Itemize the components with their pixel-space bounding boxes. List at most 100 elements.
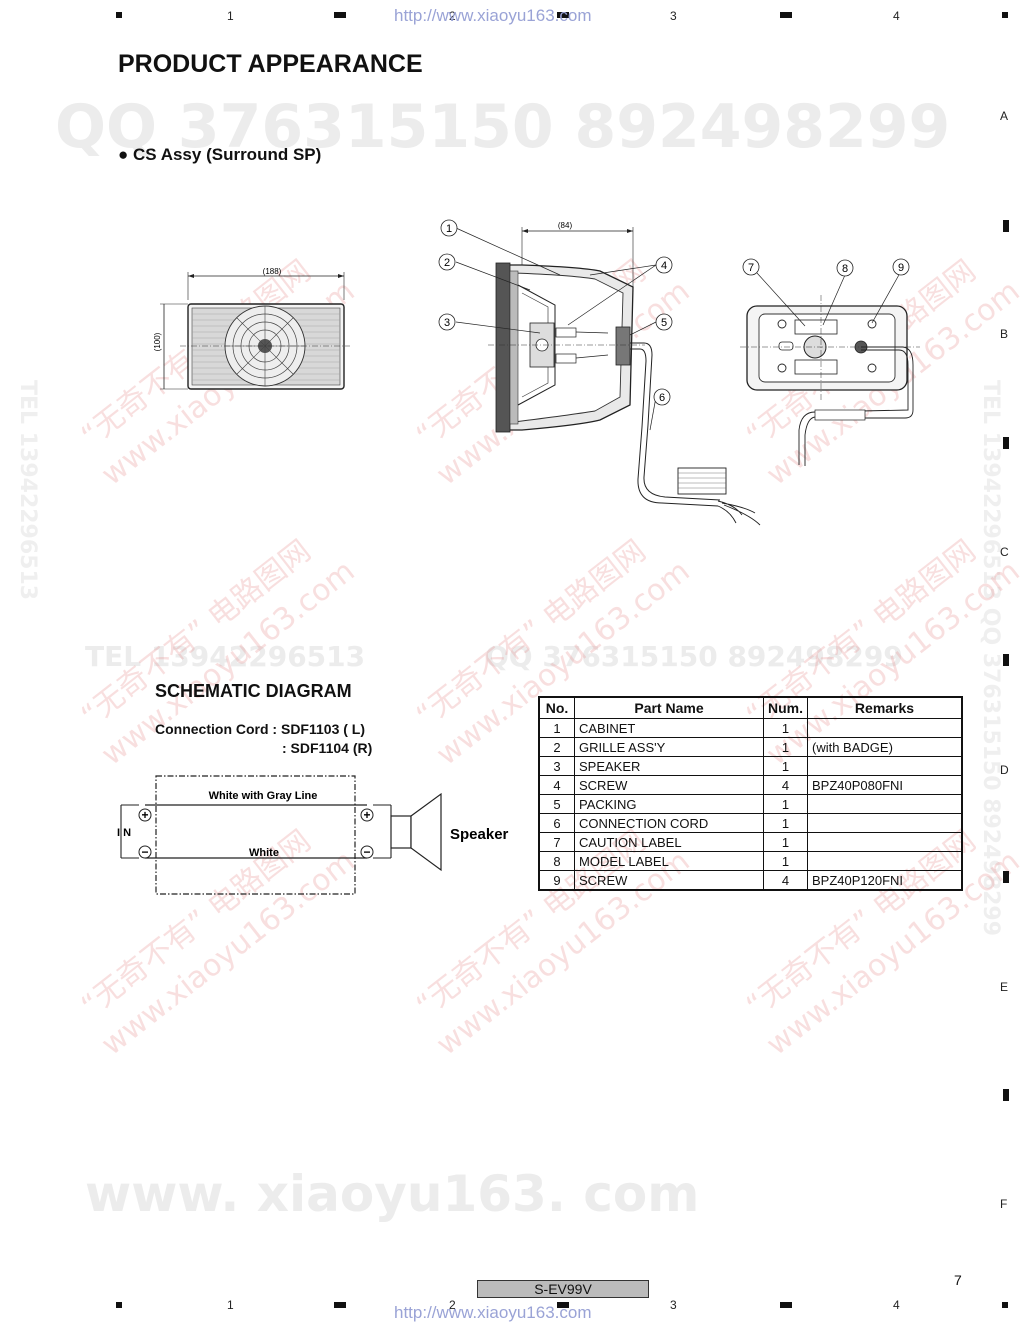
header-no: No. <box>538 696 575 719</box>
ruler-row-b: B <box>1000 327 1009 341</box>
minus-in: − <box>141 845 148 859</box>
cell-name: CAUTION LABEL <box>574 832 764 852</box>
schematic-title: SCHEMATIC DIAGRAM <box>155 681 352 701</box>
cell-remarks <box>807 756 963 776</box>
ruler-col-1: 1 <box>227 9 234 23</box>
callout-2: 2 <box>444 257 450 269</box>
minus-out: − <box>363 845 370 859</box>
cell-no: 8 <box>538 851 575 871</box>
cell-num: 1 <box>763 813 808 833</box>
watermark-tel-mid: TEL 13942296513 <box>85 640 366 673</box>
ruler-mark <box>1003 654 1009 666</box>
ruler-col-2-bottom: 2 <box>449 1298 456 1312</box>
ruler-mark <box>334 1302 346 1308</box>
cell-no: 2 <box>538 737 575 757</box>
watermark-vertical-left: TEL 13942296513 <box>15 380 40 601</box>
cell-num: 1 <box>763 737 808 757</box>
cell-name: SPEAKER <box>574 756 764 776</box>
page-title: PRODUCT APPEARANCE <box>118 50 423 78</box>
ruler-row-d: D <box>1000 763 1009 777</box>
cell-num: 4 <box>763 870 808 891</box>
plus-out: + <box>363 808 370 822</box>
cell-no: 3 <box>538 756 575 776</box>
cell-name: PACKING <box>574 794 764 814</box>
ruler-row-e: E <box>1000 980 1009 994</box>
cell-no: 1 <box>538 718 575 738</box>
ruler-col-4-bottom: 4 <box>893 1298 900 1312</box>
cell-num: 1 <box>763 851 808 871</box>
ruler-mark <box>334 12 346 18</box>
ruler-row-a: A <box>1000 109 1009 123</box>
cell-no: 7 <box>538 832 575 852</box>
plus-in: + <box>141 808 148 822</box>
cell-num: 1 <box>763 718 808 738</box>
section-subtitle: ● CS Assy (Surround SP) <box>118 145 322 164</box>
ruler-col-4: 4 <box>893 9 900 23</box>
watermark-url-bottom: www. xiaoyu163. com <box>85 1165 700 1223</box>
cell-remarks <box>807 813 963 833</box>
front-height-dim: (100) <box>153 332 162 351</box>
callout-5: 5 <box>661 317 667 329</box>
cell-name: SCREW <box>574 775 764 795</box>
cell-name: CABINET <box>574 718 764 738</box>
ruler-col-2: 2 <box>449 9 456 23</box>
wire-top-label: White with Gray Line <box>209 790 318 802</box>
callout-9: 9 <box>898 262 904 274</box>
cell-name: GRILLE ASS'Y <box>574 737 764 757</box>
watermark-qq-mid: QQ 376315150 892498299 <box>485 640 903 673</box>
ruler-mark <box>1002 12 1008 18</box>
ruler-mark <box>1003 1089 1009 1101</box>
callout-7: 7 <box>748 262 754 274</box>
ruler-mark <box>1003 871 1009 883</box>
schematic-diagram: + − + − White with Gray Line White I N S… <box>117 775 509 895</box>
model-footer: S-EV99V <box>477 1280 649 1298</box>
watermark-url-top: http://www.xiaoyu163.com <box>394 6 592 25</box>
cell-remarks <box>807 718 963 738</box>
ruler-mark <box>116 12 122 18</box>
cell-num: 4 <box>763 775 808 795</box>
connection-cord-left: Connection Cord : SDF1103 ( L) <box>155 721 366 737</box>
page-number: 7 <box>954 1272 962 1288</box>
cell-no: 4 <box>538 775 575 795</box>
cell-no: 5 <box>538 794 575 814</box>
connection-cord-right: : SDF1104 (R) <box>282 740 373 756</box>
front-view-drawing: (188) (100) <box>153 267 350 390</box>
callout-1: 1 <box>446 223 452 235</box>
header-part-name: Part Name <box>574 696 764 719</box>
speaker-label: Speaker <box>450 826 509 843</box>
callout-8: 8 <box>842 263 848 275</box>
ruler-mark <box>1003 220 1009 232</box>
cell-no: 6 <box>538 813 575 833</box>
cell-num: 1 <box>763 832 808 852</box>
ruler-mark <box>780 12 792 18</box>
cell-remarks: BPZ40P120FNI <box>807 870 963 891</box>
cell-remarks: (with BADGE) <box>807 737 963 757</box>
ruler-mark <box>1003 437 1009 449</box>
input-label: I N <box>117 827 131 839</box>
ruler-row-f: F <box>1000 1197 1008 1211</box>
watermark-url-bottom-small: http://www.xiaoyu163.com <box>394 1303 592 1322</box>
header-remarks: Remarks <box>807 696 963 719</box>
cell-remarks <box>807 794 963 814</box>
cell-num: 1 <box>763 756 808 776</box>
callout-6: 6 <box>659 392 665 404</box>
callout-4: 4 <box>661 260 667 272</box>
cell-name: SCREW <box>574 870 764 891</box>
front-width-dim: (188) <box>263 267 282 276</box>
cell-num: 1 <box>763 794 808 814</box>
ruler-col-1-bottom: 1 <box>227 1298 234 1312</box>
cell-remarks <box>807 851 963 871</box>
ruler-mark <box>116 1302 122 1308</box>
cell-no: 9 <box>538 870 575 891</box>
ruler-col-3: 3 <box>670 9 677 23</box>
side-view-drawing: (84) 1 2 3 4 5 6 <box>438 219 761 526</box>
